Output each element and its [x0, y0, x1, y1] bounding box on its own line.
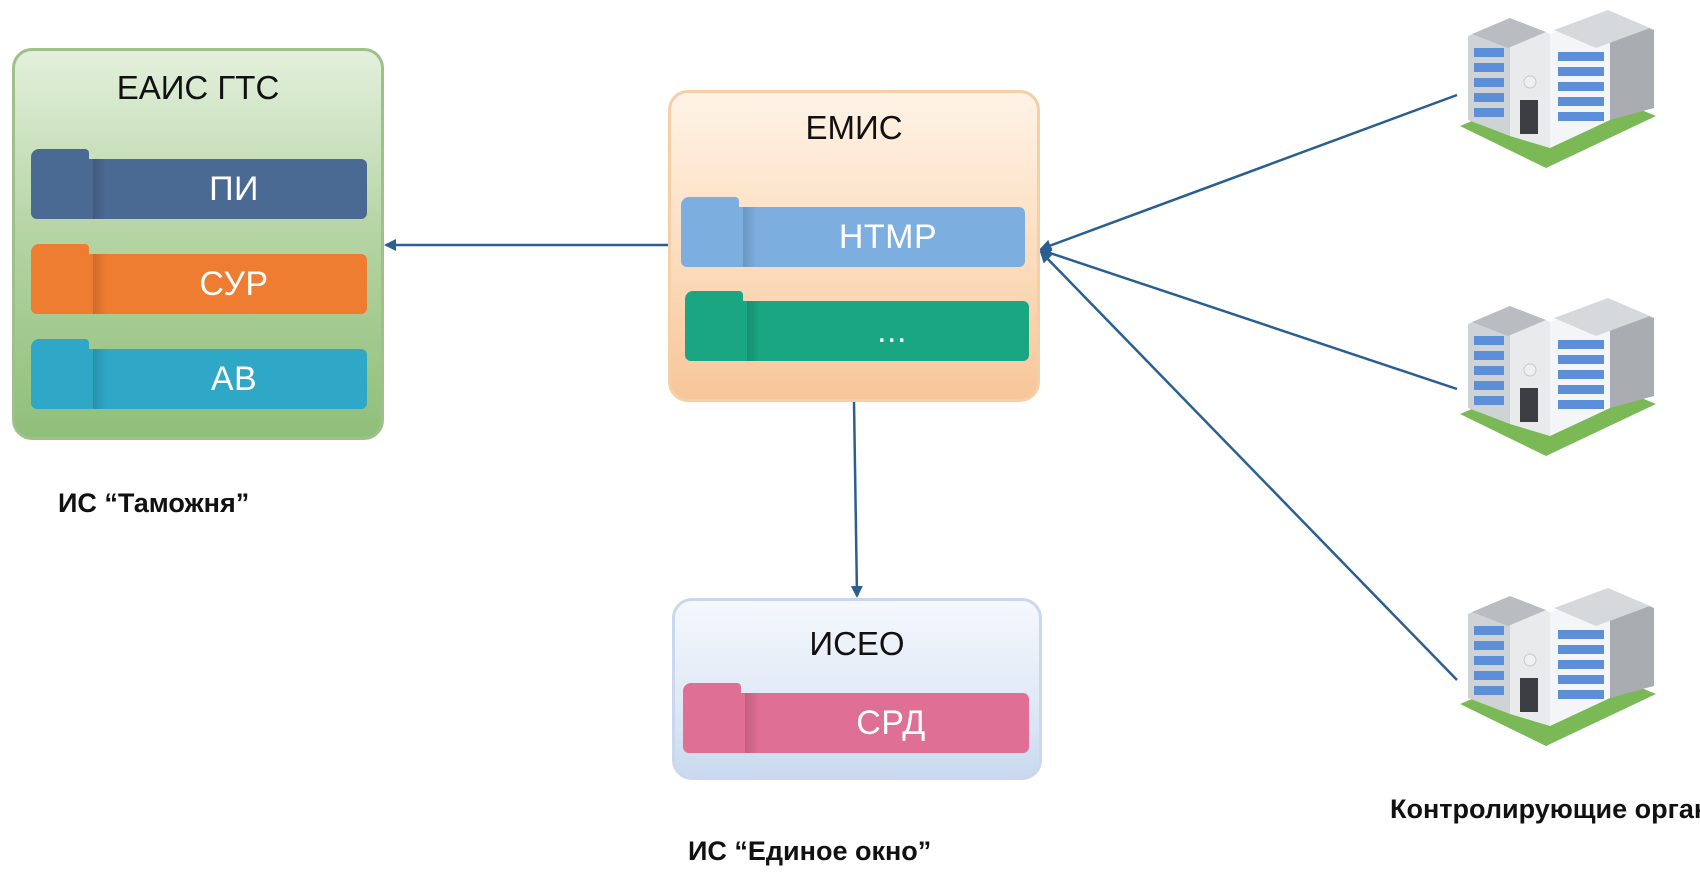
module-sur-tab	[31, 244, 89, 314]
module-sur-shade	[93, 254, 107, 314]
module-av-label: АВ	[210, 359, 258, 398]
customs-system-box: ЕАИС ГТС ПИ СУР АВ	[12, 48, 384, 440]
module-other-label: ...	[877, 311, 907, 350]
module-pi: ПИ	[31, 149, 367, 219]
module-av-tab	[31, 339, 89, 409]
module-srd-shade	[745, 693, 759, 753]
customs-system-title: ЕАИС ГТС	[116, 69, 280, 106]
single-window-system-box: ИСЕО СРД	[672, 598, 1042, 780]
module-ntmr-shade	[743, 207, 757, 267]
module-av: АВ	[31, 339, 367, 409]
module-sur-label: СУР	[199, 264, 269, 303]
control-bodies-caption: Контролирующие органы	[1390, 794, 1700, 824]
arrow-building2-to-emis	[1039, 247, 1458, 391]
module-av-shade	[93, 349, 107, 409]
module-other: ...	[685, 291, 1029, 361]
module-ntmr-label: НТМР	[838, 217, 938, 256]
module-other-tab	[685, 291, 743, 361]
module-pi-label: ПИ	[209, 169, 259, 208]
module-ntmr: НТМР	[681, 197, 1025, 267]
emis-system-box: ЕМИС НТМР ...	[668, 90, 1040, 402]
module-pi-shade	[93, 159, 107, 219]
arrow-building3-to-emis	[1039, 250, 1458, 681]
module-srd-label: СРД	[856, 703, 926, 742]
office-building-icon	[1458, 8, 1658, 178]
single-window-system-title: ИСЕО	[809, 625, 905, 662]
office-building-icon	[1458, 586, 1658, 756]
emis-system-title: ЕМИС	[805, 109, 903, 146]
module-sur: СУР	[31, 244, 367, 314]
module-srd-tab	[683, 683, 741, 753]
module-ntmr-tab	[681, 197, 739, 267]
arrow-emis-to-single-window	[850, 401, 863, 598]
customs-system-caption: ИС “Таможня”	[58, 488, 250, 518]
module-srd: СРД	[683, 683, 1029, 753]
office-building-icon	[1458, 296, 1658, 466]
module-pi-tab	[31, 149, 89, 219]
module-other-shade	[747, 301, 761, 361]
single-window-system-caption: ИС “Единое окно”	[688, 836, 932, 866]
arrow-building1-to-emis	[1039, 93, 1458, 252]
